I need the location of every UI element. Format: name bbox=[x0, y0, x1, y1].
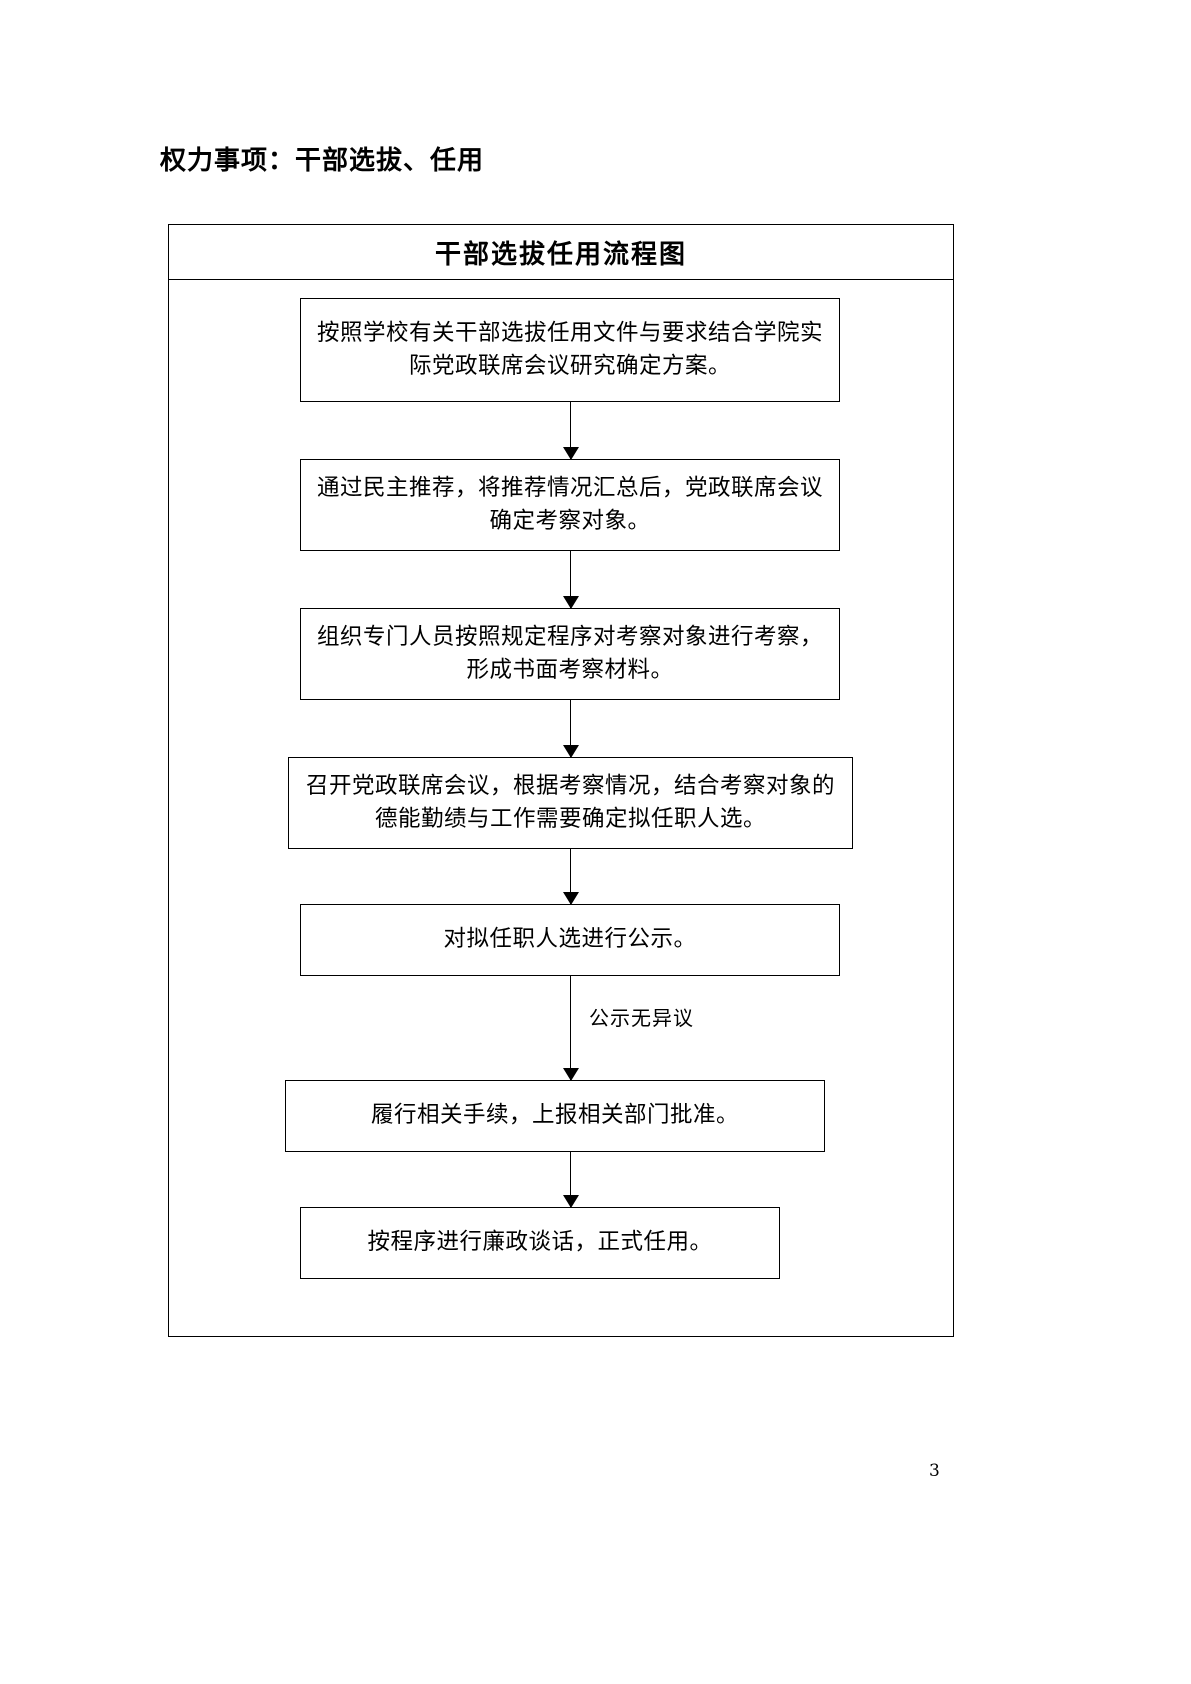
flow-connector-6-to-7 bbox=[563, 1152, 580, 1208]
flow-node-2-label: 通过民主推荐，将推荐情况汇总后，党政联席会议确定考察对象。 bbox=[316, 474, 823, 534]
flow-node-3: 组织专门人员按照规定程序对考察对象进行考察，形成书面考察材料。 bbox=[300, 608, 840, 700]
flow-node-4: 召开党政联席会议，根据考察情况，结合考察对象的德能勤绩与工作需要确定拟任职人选。 bbox=[288, 757, 853, 849]
flow-node-5: 对拟任职人选进行公示。 bbox=[300, 904, 840, 976]
flow-node-7: 按程序进行廉政谈话，正式任用。 bbox=[300, 1207, 780, 1279]
page-title: 权力事项：干部选拔、任用 bbox=[160, 146, 485, 176]
flow-node-6: 履行相关手续，上报相关部门批准。 bbox=[285, 1080, 825, 1152]
flow-node-1-label: 按照学校有关干部选拔任用文件与要求结合学院实际党政联席会议研究确定方案。 bbox=[316, 319, 823, 379]
flow-node-3-label: 组织专门人员按照规定程序对考察对象进行考察，形成书面考察材料。 bbox=[316, 623, 823, 683]
flow-edge-label-publicity-no-objection: 公示无异议 bbox=[589, 1006, 694, 1030]
flow-node-4-label: 召开党政联席会议，根据考察情况，结合考察对象的德能勤绩与工作需要确定拟任职人选。 bbox=[305, 772, 835, 832]
flow-node-5-label: 对拟任职人选进行公示。 bbox=[443, 926, 697, 953]
flow-node-2: 通过民主推荐，将推荐情况汇总后，党政联席会议确定考察对象。 bbox=[300, 459, 840, 551]
page-number: 3 bbox=[929, 1461, 940, 1481]
flowchart-title-row: 干部选拔任用流程图 bbox=[169, 225, 953, 280]
flowchart-canvas: 按照学校有关干部选拔任用文件与要求结合学院实际党政联席会议研究确定方案。 通过民… bbox=[169, 280, 953, 1336]
flow-node-6-label: 履行相关手续，上报相关部门批准。 bbox=[370, 1102, 739, 1129]
flow-connector-4-to-5 bbox=[563, 849, 580, 905]
flow-connector-3-to-4 bbox=[563, 700, 580, 758]
flow-connector-1-to-2 bbox=[563, 402, 580, 460]
flow-connector-5-to-6 bbox=[563, 976, 580, 1081]
flowchart-frame: 干部选拔任用流程图 按照学校有关干部选拔任用文件与要求结合学院实际党政联席会议研… bbox=[168, 224, 954, 1337]
flowchart-title: 干部选拔任用流程图 bbox=[434, 239, 687, 270]
flow-node-7-label: 按程序进行廉政谈话，正式任用。 bbox=[367, 1229, 713, 1256]
flow-node-1: 按照学校有关干部选拔任用文件与要求结合学院实际党政联席会议研究确定方案。 bbox=[300, 298, 840, 402]
flow-connector-2-to-3 bbox=[563, 551, 580, 609]
